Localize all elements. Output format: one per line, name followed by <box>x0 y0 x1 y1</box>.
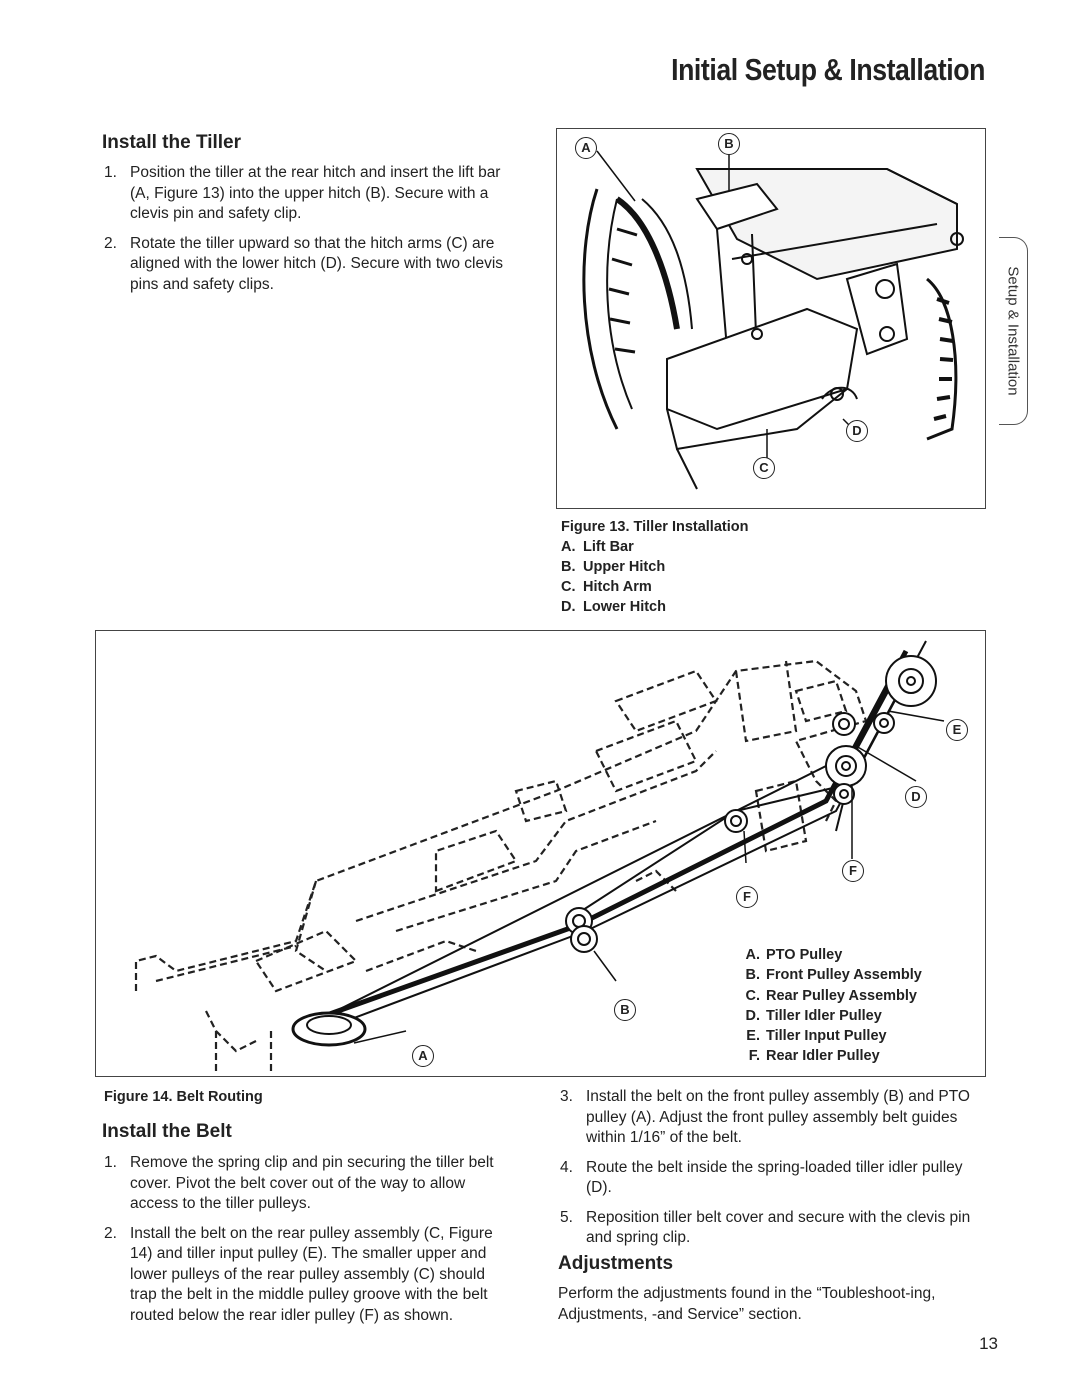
callout-d: D <box>846 420 868 442</box>
section-side-tab: Setup & Installation <box>999 237 1028 425</box>
callout-a: A <box>412 1045 434 1067</box>
figure-13-caption: Figure 13. Tiller Installation A.Lift Ba… <box>561 517 748 617</box>
adjustments-text: Perform the adjustments found in the “To… <box>558 1285 936 1323</box>
legend-item: E.Tiller Input Pulley <box>746 1028 887 1045</box>
page-number: 13 <box>979 1334 998 1353</box>
legend-item: D.Lower Hitch <box>561 599 666 615</box>
figure-13-illustration: A B D C <box>556 128 986 509</box>
legend-item: B.Upper Hitch <box>561 559 666 575</box>
callout-c: C <box>753 457 775 479</box>
figure-14-illustration: E D F F B A A.PTO Pulley B.Front Pulley … <box>95 630 986 1077</box>
callout-a: A <box>575 137 597 159</box>
legend-item: C.Hitch Arm <box>561 579 652 595</box>
legend-item: C.Rear Pulley Assembly <box>745 987 917 1004</box>
list-item: 3.Install the belt on the front pulley a… <box>560 1088 970 1146</box>
install-tiller-heading: Install the Tiller <box>102 132 242 153</box>
install-belt-steps-left: 1.Remove the spring clip and pin securin… <box>104 1153 514 1335</box>
belt-routing-drawing <box>134 640 945 1071</box>
callout-b: B <box>614 999 636 1021</box>
callout-f: F <box>842 860 864 882</box>
legend-item: A.PTO Pulley <box>745 947 843 963</box>
list-item: 2.Install the belt on the rear pulley as… <box>104 1224 493 1324</box>
side-tab-label: Setup & Installation <box>1004 266 1022 396</box>
callout-f: F <box>736 886 758 908</box>
list-item: 1.Remove the spring clip and pin securin… <box>104 1154 494 1212</box>
install-belt-steps-right: 3.Install the belt on the front pulley a… <box>560 1087 980 1258</box>
legend-item: F.Rear Idler Pulley <box>748 1048 880 1065</box>
figure-13-title: Figure 13. Tiller Installation <box>561 519 749 535</box>
figure-14-legend: A.PTO Pulley B.Front Pulley Assembly C.R… <box>736 945 922 1067</box>
list-item: 1.Position the tiller at the rear hitch … <box>104 164 501 222</box>
legend-item: B.Front Pulley Assembly <box>745 967 922 984</box>
callout-b: B <box>718 133 740 155</box>
callout-d: D <box>905 786 927 808</box>
list-item: 2.Rotate the tiller upward so that the h… <box>104 234 504 293</box>
install-tiller-steps: 1.Position the tiller at the rear hitch … <box>104 163 514 304</box>
page-header-title: Initial Setup & Installation <box>671 52 985 87</box>
legend-item: D.Tiller Idler Pulley <box>745 1007 882 1024</box>
adjustments-heading: Adjustments <box>558 1253 674 1274</box>
figure-14-caption: Figure 14. Belt Routing <box>104 1089 263 1105</box>
callout-e: E <box>946 719 968 741</box>
list-item: 4.Route the belt inside the spring-loade… <box>560 1158 963 1197</box>
install-belt-heading: Install the Belt <box>102 1121 232 1142</box>
tiller-hitch-drawing <box>582 150 964 490</box>
list-item: 5.Reposition tiller belt cover and secur… <box>560 1208 971 1247</box>
legend-item: A.Lift Bar <box>561 539 634 555</box>
